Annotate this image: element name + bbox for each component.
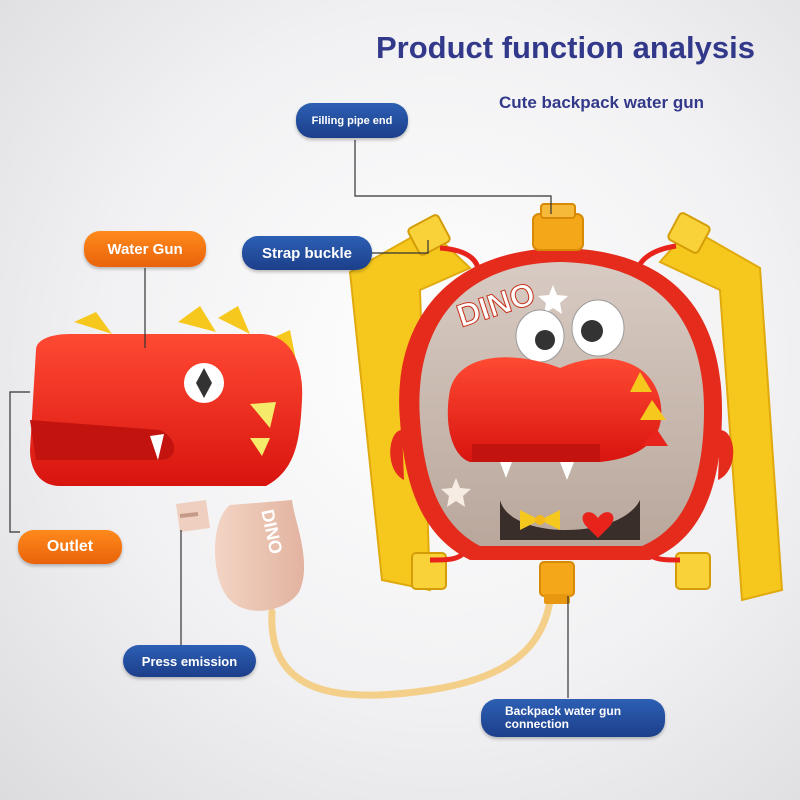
callout-filling-pipe-end: Filling pipe end [296,103,408,138]
gun-brand: DINO [257,508,283,556]
callout-strap-buckle: Strap buckle [242,236,372,270]
callout-water-gun: Water Gun [84,231,206,267]
callout-outlet: Outlet [18,530,122,564]
leader-lines [9,140,569,698]
callout-backpack-connection: Backpack water gun connection [481,699,665,737]
backpack-brand-text: DINO [452,275,539,328]
gun-brand-text: DINO [257,508,283,556]
water-gun [30,306,305,611]
water-hose [268,581,556,699]
backpack-brand: DINO [452,275,540,328]
callout-press-emission: Press emission [123,645,256,677]
page-title: Product function analysis [376,30,755,65]
page-subtitle: Cute backpack water gun [499,93,705,112]
backpack-body [390,203,734,604]
